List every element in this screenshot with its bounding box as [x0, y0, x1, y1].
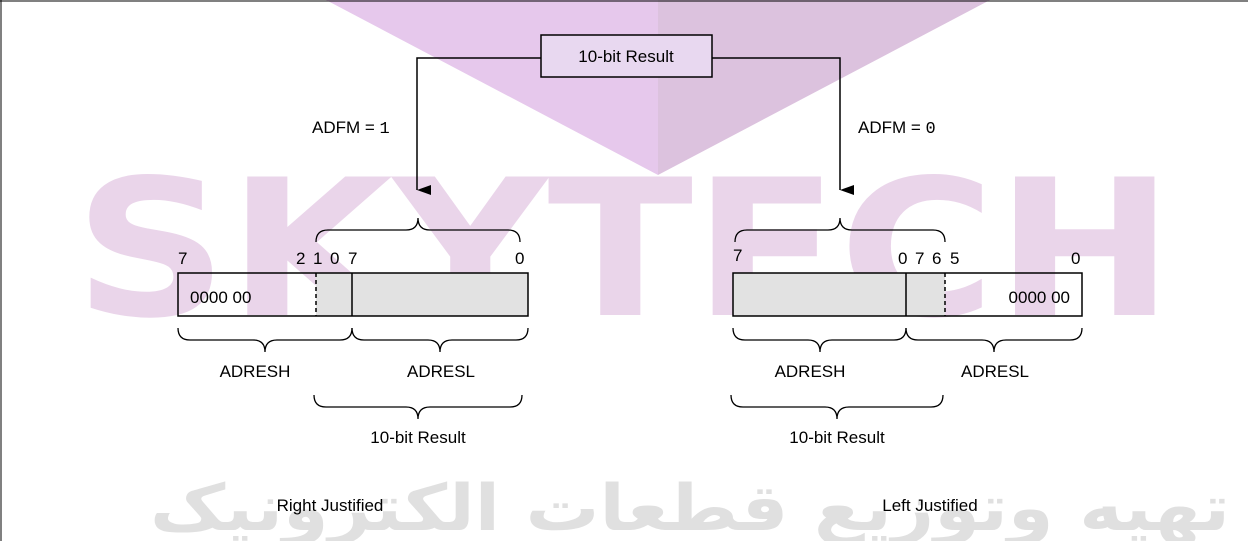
brace-top-right: [734, 217, 946, 243]
label-adresl-left: ADRESL: [407, 362, 475, 381]
watermark-brand: SKYTECH: [74, 139, 1174, 360]
bit-left-7-high: 7: [178, 249, 187, 268]
caption-left-justified: Left Justified: [882, 496, 977, 515]
brace-adresl-left: [351, 327, 529, 353]
bit-right-7-low: 7: [915, 249, 924, 268]
top-result-box: 10-bit Result: [540, 34, 713, 78]
register-right-outline: [732, 272, 1083, 317]
brace-adresl-right: [905, 327, 1083, 353]
watermark-triangle-right: [658, 0, 990, 175]
label-adresh-left: ADRESH: [220, 362, 291, 381]
bit-left-2: 2: [296, 249, 305, 268]
register-left-value: 0000 00: [190, 288, 251, 307]
bit-right-6: 6: [932, 249, 941, 268]
adfm-label-right: ADFM = 0: [858, 118, 936, 139]
brace-result-left: [313, 394, 523, 420]
register-right: 0000 00: [732, 272, 1083, 317]
bit-left-0-low: 0: [515, 249, 524, 268]
register-left-outline: [177, 272, 529, 317]
bit-left-1: 1: [313, 249, 322, 268]
connector-left: [416, 57, 541, 195]
register-right-value: 0000 00: [1009, 288, 1070, 307]
caption-right-justified: Right Justified: [277, 496, 384, 515]
watermark: SKYTECH تهیه وتوزیع قطعات الکترونیک: [74, 0, 1230, 541]
top-result-label: 10-bit Result: [578, 47, 674, 66]
connector-right: [712, 57, 854, 195]
adfm-label-left: ADFM = 1: [312, 118, 390, 139]
bit-left-7-low: 7: [348, 249, 357, 268]
brace-result-right: [730, 394, 944, 420]
brace-adresh-left: [177, 327, 353, 353]
watermark-tagline: تهیه وتوزیع قطعات الکترونیک: [150, 472, 1230, 541]
bit-right-0-high: 0: [898, 249, 907, 268]
brace-top-left: [315, 217, 521, 243]
label-result-left: 10-bit Result: [370, 428, 466, 447]
label-result-right: 10-bit Result: [789, 428, 885, 447]
bit-right-0-low: 0: [1071, 249, 1080, 268]
bit-right-5: 5: [950, 249, 959, 268]
bit-right-7-high: 7: [733, 246, 742, 265]
register-left: 0000 00: [177, 272, 529, 317]
label-adresl-right: ADRESL: [961, 362, 1029, 381]
register-right-shaded: [733, 273, 945, 316]
label-adresh-right: ADRESH: [775, 362, 846, 381]
register-left-shaded: [316, 273, 528, 316]
brace-adresh-right: [732, 327, 907, 353]
bit-left-0-high: 0: [330, 249, 339, 268]
